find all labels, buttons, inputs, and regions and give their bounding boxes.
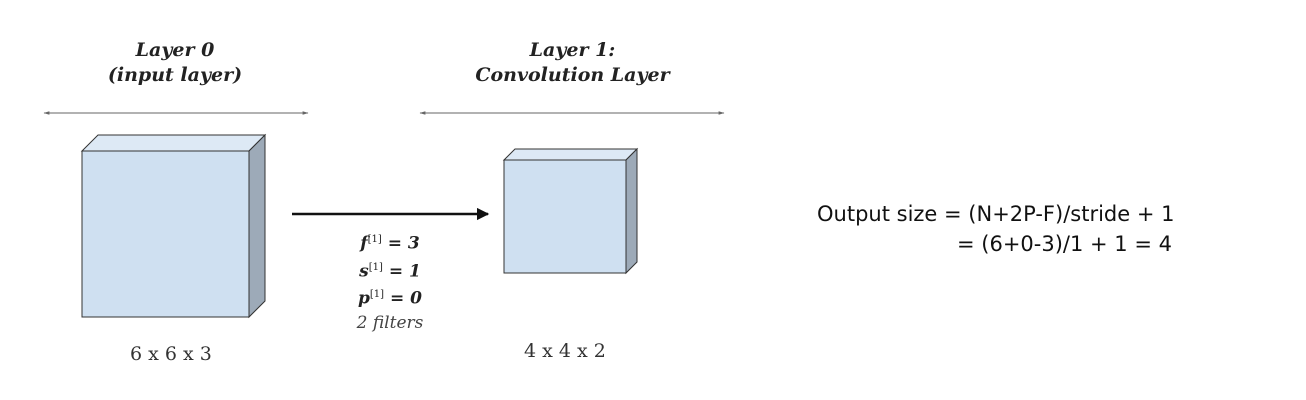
stride-param: s[1] = 1 xyxy=(359,261,421,282)
convolution-params: f[1] = 3 s[1] = 1 p[1] = 0 2 filters xyxy=(340,228,440,335)
layer1-title-line2: Convolution Layer xyxy=(475,64,670,86)
layer0-volume-side xyxy=(248,133,266,319)
layer1-dims-label: 4 x 4 x 2 xyxy=(524,340,606,362)
layer1-title-line1: Layer 1: xyxy=(529,39,616,61)
layer0-volume-front xyxy=(81,150,250,318)
filter-count-label: 2 filters xyxy=(356,312,424,333)
filter-size-param: f[1] = 3 xyxy=(360,233,420,254)
layer0-title-line2: (input layer) xyxy=(107,64,243,86)
layer1-volume-front xyxy=(503,159,627,274)
layer0-dims-label: 6 x 6 x 3 xyxy=(130,343,212,365)
padding-param: p[1] = 0 xyxy=(358,288,422,309)
layer1-volume-top xyxy=(502,148,639,161)
layer0-title-line1: Layer 0 xyxy=(135,39,215,61)
layer1-volume-side xyxy=(625,147,638,275)
layer1-volume xyxy=(502,147,639,275)
layer1-title: Layer 1: Convolution Layer xyxy=(460,38,685,88)
output-size-formula-line2: = (6+0-3)/1 + 1 = 4 xyxy=(957,232,1172,256)
layer0-title: Layer 0 (input layer) xyxy=(75,38,275,88)
layer0-volume xyxy=(80,133,267,319)
layer0-volume-top xyxy=(80,134,267,152)
output-size-formula-line1: Output size = (N+2P-F)/stride + 1 xyxy=(817,202,1175,226)
